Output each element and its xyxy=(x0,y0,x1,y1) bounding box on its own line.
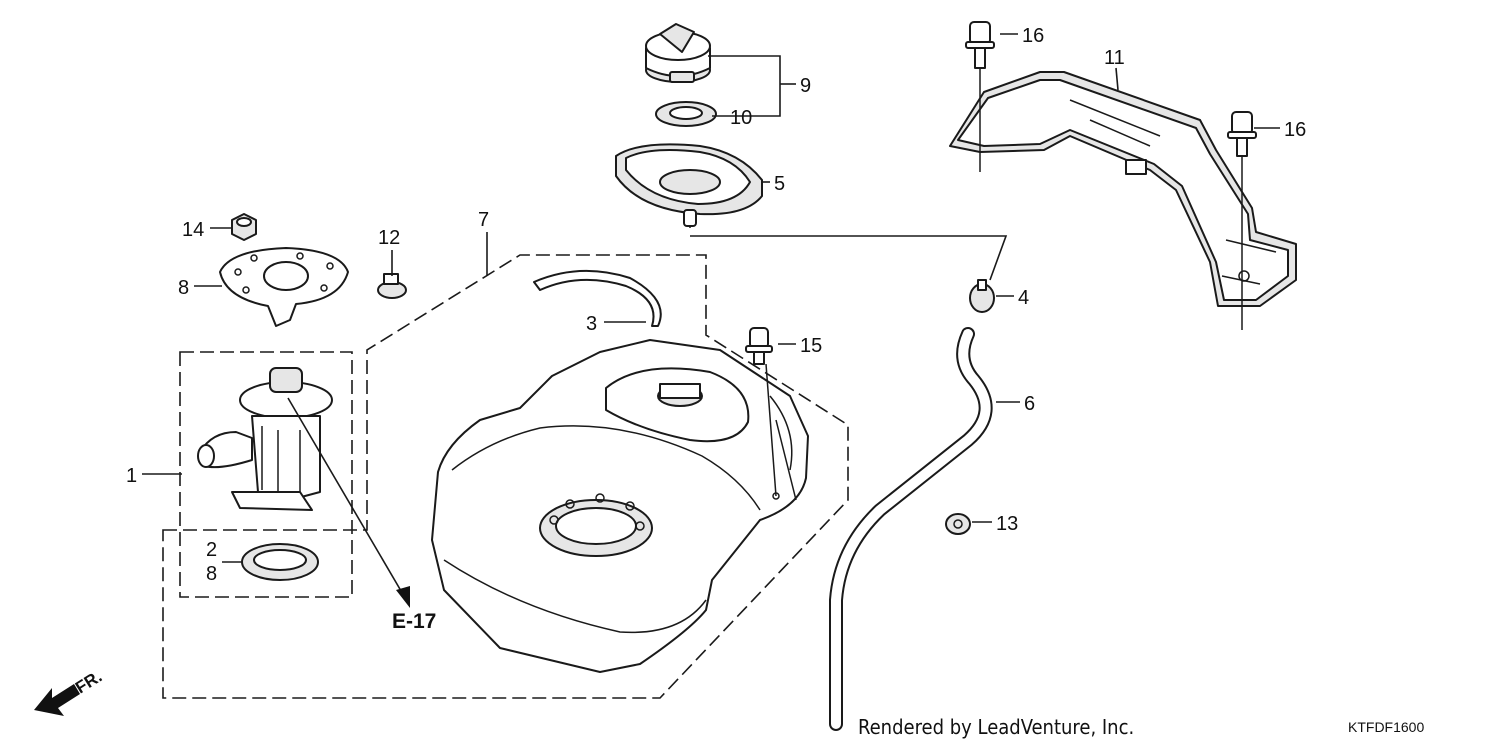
callout-15: 15 xyxy=(800,335,822,357)
section-reference[interactable]: E-17 xyxy=(392,610,436,633)
leader-lines xyxy=(142,33,1280,608)
breather-tube-part[interactable] xyxy=(829,327,993,731)
callout-8-top: 8 xyxy=(178,277,189,299)
callout-5: 5 xyxy=(774,173,785,195)
front-direction-indicator: FR. xyxy=(34,667,105,716)
nut-part[interactable] xyxy=(231,213,257,241)
callout-12: 12 xyxy=(378,227,400,249)
fuel-tank-part[interactable] xyxy=(431,339,809,673)
callout-13: 13 xyxy=(996,513,1018,535)
tank-group-boundary xyxy=(162,254,849,699)
diagram-code: KTFDF1600 xyxy=(1348,719,1424,735)
callout-6: 6 xyxy=(1024,393,1035,415)
callout-3: 3 xyxy=(586,313,597,335)
front-arrow-icon xyxy=(34,684,80,716)
bolt-16-top[interactable] xyxy=(965,21,995,172)
bolt-16-right[interactable] xyxy=(1227,111,1257,330)
callout-14: 14 xyxy=(182,219,204,241)
callout-1: 1 xyxy=(126,465,137,487)
callout-11: 11 xyxy=(1104,47,1125,69)
hose-clip-part[interactable] xyxy=(377,273,407,299)
callout-2: 2 xyxy=(206,539,217,561)
callout-8-bottom: 8 xyxy=(206,563,217,585)
callout-10: 10 xyxy=(730,107,752,129)
cap-gasket-part[interactable] xyxy=(655,101,717,127)
fuel-cap-part[interactable] xyxy=(645,23,711,83)
retaining-band-part[interactable] xyxy=(533,269,662,327)
callout-4: 4 xyxy=(1018,287,1029,309)
bolt-15-part[interactable] xyxy=(745,327,777,497)
tank-bracket-part[interactable] xyxy=(949,71,1297,307)
pump-packing-part[interactable] xyxy=(241,543,319,581)
tube-clamp-part[interactable] xyxy=(945,513,971,535)
fuel-pump-part[interactable] xyxy=(197,367,333,511)
render-credit: Rendered by LeadVenture, Inc. xyxy=(858,715,1134,739)
filler-tray-part[interactable] xyxy=(615,143,763,228)
check-valve-part[interactable] xyxy=(969,279,995,313)
pump-setting-plate-part[interactable] xyxy=(219,247,349,327)
callout-7: 7 xyxy=(478,209,489,231)
callout-16-right: 16 xyxy=(1284,119,1306,141)
callout-9: 9 xyxy=(800,75,811,97)
callout-16-top: 16 xyxy=(1022,25,1044,47)
